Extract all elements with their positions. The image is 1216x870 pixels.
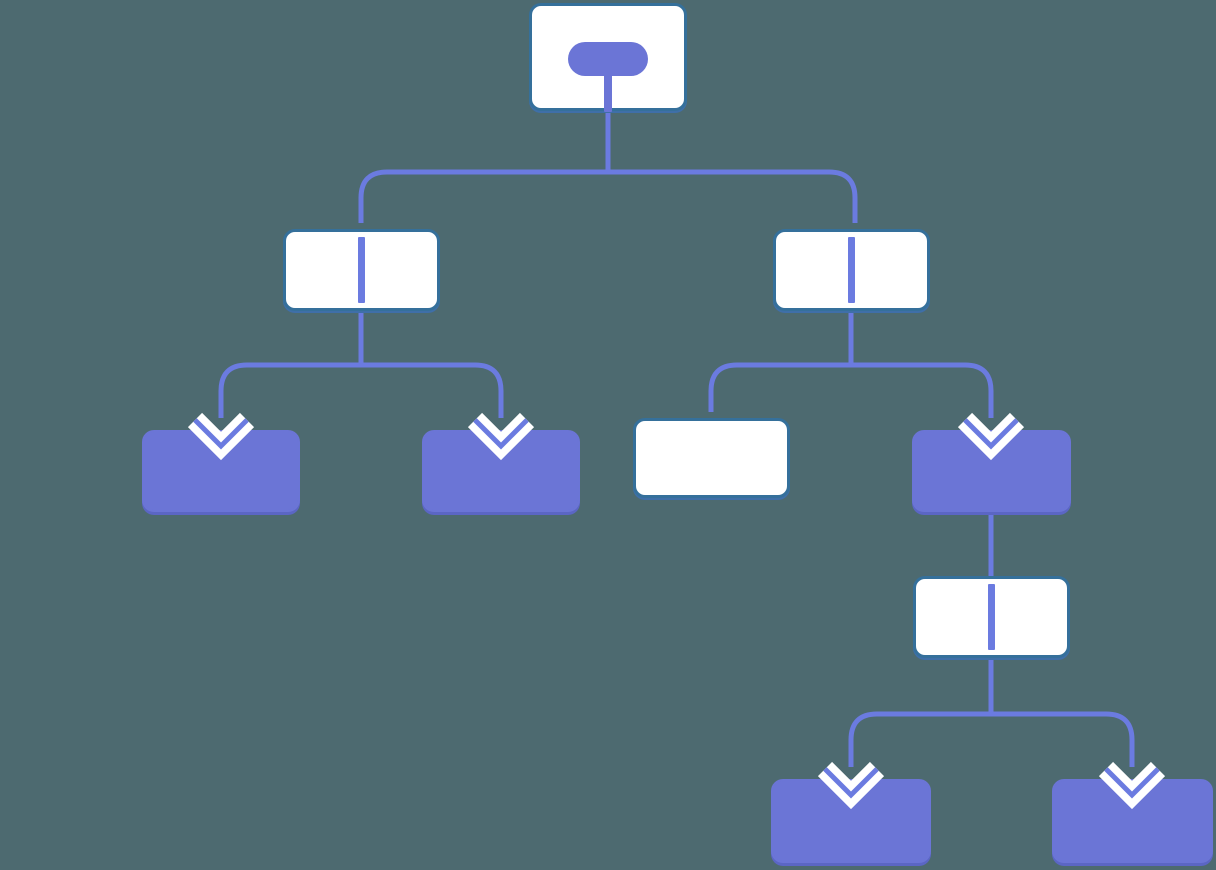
root-pill-stem [604,74,612,112]
arrowhead-to-leaf-a [187,412,255,461]
arrowhead-to-level4-leaf-a-inner [823,767,879,799]
level3-plain-node-through-line [988,584,995,650]
level2-plain-node[interactable] [633,418,790,498]
arrowhead-to-level4-leaf-a-outline [817,761,885,810]
level1-left-node-through-line [358,237,365,303]
arrowhead-to-leaf-b [467,412,535,461]
arrowhead-to-leaf-b-inner [473,418,529,450]
arrowhead-to-branch [957,412,1025,461]
arrowhead-to-leaf-b-outline [467,412,535,461]
arrowhead-to-branch-outline [957,412,1025,461]
arrowhead-to-level4-leaf-b-inner [1104,767,1160,799]
arrowhead-to-leaf-a-inner [193,418,249,450]
edge-path-root-split [358,111,858,223]
level1-right-node-through-line [848,237,855,303]
arrowhead-to-level4-leaf-b [1098,761,1166,810]
root-pill-badge [568,42,648,76]
edge-path-level3-split [848,650,1135,767]
arrowhead-to-level4-leaf-b-outline [1098,761,1166,810]
edge-path-level1-right [708,303,994,418]
arrowhead-to-branch-inner [963,418,1019,450]
edge-path-level1-left [218,303,504,418]
arrowhead-to-leaf-a-outline [187,412,255,461]
arrowhead-to-level4-leaf-a [817,761,885,810]
